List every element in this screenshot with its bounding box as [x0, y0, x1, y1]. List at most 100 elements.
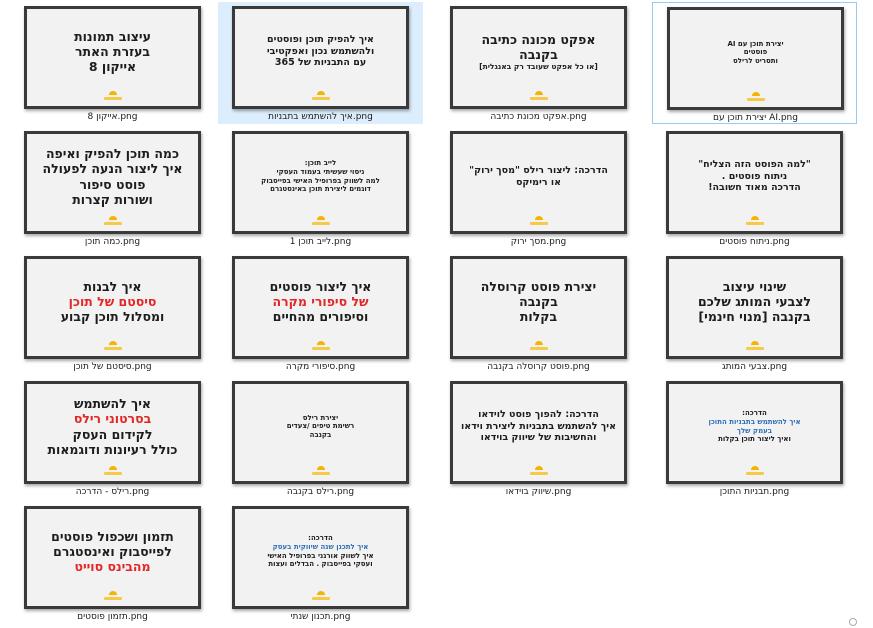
file-thumbnail[interactable]: "למה הפוסט הזה הצליח"ניתוח פוסטים .הדרכה… [666, 131, 843, 234]
file-name-label[interactable]: ניתוח פוסטים.png [719, 237, 790, 247]
resize-grip-icon[interactable] [849, 618, 857, 626]
file-name-label[interactable]: תבניות התוכן.png [719, 487, 790, 497]
thumbnail-text-line: הדרכה: [308, 534, 333, 543]
file-item[interactable]: "למה הפוסט הזה הצליח"ניתוח פוסטים .הדרכה… [652, 127, 857, 249]
brand-logo-icon [311, 591, 330, 600]
thumbnail-text-line: [או כל אפקט שעובד רק באנגלית] [479, 62, 598, 72]
brand-logo-icon [529, 466, 548, 475]
thumbnail-text-line: איך לשווק אורגני בפרופיל האישי [267, 551, 374, 560]
thumbnail-text-line: לקידום העסק [72, 426, 153, 442]
thumbnail-text-line: איך ליצור פוסטים [269, 278, 372, 294]
thumbnail-text-line: וסיפורים מהחיים [272, 309, 369, 325]
brand-logo-icon [529, 91, 548, 100]
file-name-label[interactable]: אפקט מכונת כתיבה.png [490, 112, 587, 122]
thumbnail-text-line: איך להשתמש בתבניות התוכן [708, 417, 801, 426]
thumbnail-text-line: בעמק שלך [736, 426, 773, 435]
thumbnail-text-line: לייב תוכן: [304, 159, 337, 168]
file-name-label[interactable]: צבעי המותג.png [721, 362, 788, 372]
file-name-label[interactable]: תכנון שנתי.png [290, 612, 351, 622]
thumbnail-text-line: בקנבה [309, 430, 332, 439]
thumbnail-text-line: בסרטוני רילס [73, 411, 152, 427]
file-name-label[interactable]: רילס - הדרכה.png [75, 487, 150, 497]
thumbnail-text-line: ניתוח פוסטים . [721, 170, 788, 182]
brand-logo-icon [311, 466, 330, 475]
thumbnail-text-line: יצירת תוכן עם AI [727, 39, 784, 48]
file-name-label[interactable]: תזמון פוסטים.png [77, 612, 148, 622]
thumbnail-text-line: של סיפורי מקרה [272, 293, 369, 309]
brand-logo-icon [103, 91, 122, 100]
brand-logo-icon [745, 341, 764, 350]
thumbnail-text-line: לצבעי המותג שלכם [698, 293, 811, 309]
file-thumbnail[interactable]: הדרכה: ליצור רילס "מסך ירוק"או רימיקס [450, 131, 627, 234]
thumbnail-text-line: ואיך ליצור תוכן בקלות [718, 435, 791, 444]
thumbnail-text-line: "למה הפוסט הזה הצליח" [698, 159, 811, 171]
brand-logo-icon [745, 216, 764, 225]
thumbnail-text-line: פוסט סיפור [79, 176, 146, 192]
file-item[interactable]: הדרכה: ליצור רילס "מסך ירוק"או רימיקס מסך… [436, 127, 641, 249]
file-name-label[interactable]: איך להשתמש בתבניות.png [268, 112, 373, 122]
file-name-label[interactable]: יצירת תוכן עם AI.png [713, 113, 798, 123]
file-name-label[interactable]: פוסט קרוסלה בקנבה.png [487, 362, 590, 372]
brand-logo-icon [529, 341, 548, 350]
thumbnail-text-line: בעזרת האתר [74, 43, 151, 59]
thumbnail-text-line: איך להפיק תוכן ופוסטים [267, 34, 374, 46]
thumbnail-text-line: כולל רעיונות ודוגמאות [47, 441, 178, 457]
brand-logo-icon [746, 92, 765, 101]
brand-logo-icon [311, 91, 330, 100]
file-name-label[interactable]: אייקון 8.png [87, 112, 138, 122]
thumbnail-text-line: איך להשתמש בתבניות ליצירת וידאו [461, 420, 616, 432]
file-name-label[interactable]: סיפורי מקרה.png [285, 362, 356, 372]
file-name-label[interactable]: כמה תוכן.png [84, 237, 141, 247]
thumbnail-text-line: איך להשתמש [73, 396, 152, 411]
thumbnail-text-line: סיסטם של תוכן [68, 293, 157, 309]
thumbnail-text-line: אפקט מכונה כתיבה [481, 31, 596, 47]
file-name-label[interactable]: שיווק בוידאו.png [505, 487, 572, 497]
brand-logo-icon [103, 466, 122, 475]
thumbnail-text-line: לפייסבוק ואינסטגרם [53, 543, 172, 559]
thumbnail-text-line: ומסלול תוכן קבוע [60, 309, 165, 325]
thumbnail-text-line: בקנבה [519, 293, 558, 309]
brand-logo-icon [311, 216, 330, 225]
file-name-label[interactable]: לייב תוכן 1.png [289, 237, 352, 247]
brand-logo-icon [103, 216, 122, 225]
thumbnail-text-line: עיצוב תמונות [74, 28, 151, 44]
file-name-label[interactable]: מסך ירוק.png [510, 237, 567, 247]
thumbnail-text-line: כמה תוכן להפיק ואיפה [45, 146, 180, 161]
file-name-label[interactable]: סיסטם של תוכן.png [73, 362, 152, 372]
thumbnail-text-line: יצירת פוסט קרוסלה [480, 278, 597, 294]
file-name-label[interactable]: רילס בקנבה.png [286, 487, 355, 497]
thumbnail-text-line: פוסטים [743, 48, 768, 57]
